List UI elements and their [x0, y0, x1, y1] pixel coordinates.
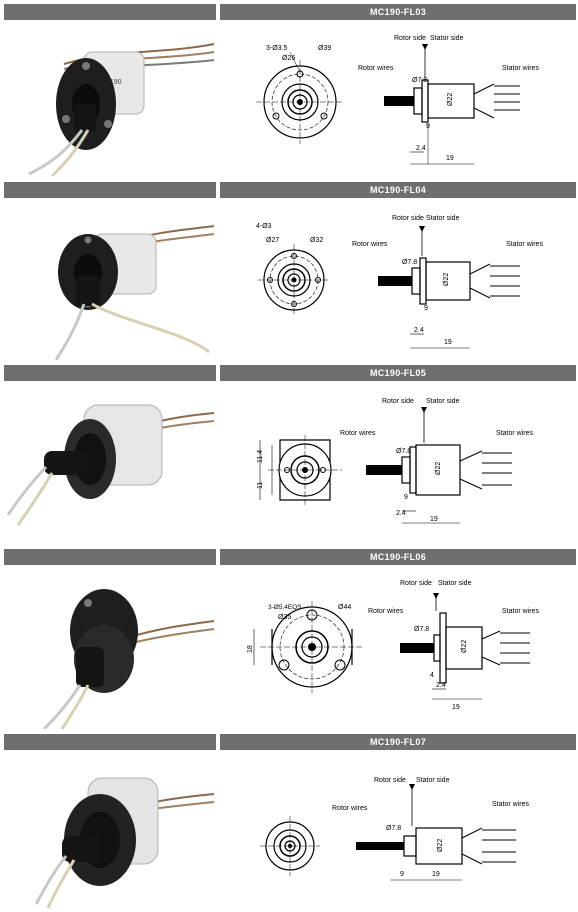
stator-wires-label: Stator wires [496, 430, 533, 437]
height-label-1: 11.4 [257, 450, 264, 463]
dim-b-label: 2.4 [396, 510, 406, 517]
shaft-diameter-label: Ø7.8 [414, 626, 429, 633]
front-view [253, 601, 364, 693]
stator-side-label: Stator side [416, 777, 450, 784]
dim-c-label: 19 [452, 704, 460, 711]
shaft-diameter-label: Ø7.8 [396, 448, 411, 455]
dim-b-label: 2.4 [414, 327, 424, 334]
dim-c-label: 19 [444, 339, 452, 346]
stator-side-label: Stator side [438, 580, 472, 587]
technical-drawing: 3-Ø3.5 Ø26 Ø39 Rotor side Stator side Ro… [256, 35, 539, 165]
dim-a-label: 9 [426, 123, 430, 130]
front-view [258, 244, 330, 316]
body-diameter-label: Ø22 [435, 462, 442, 475]
stator-side-label: Stator side [426, 215, 460, 222]
technical-drawing: 4-Ø3 Ø27 Ø32 Rotor side Stator side Roto… [256, 215, 543, 349]
model-title: MC190-FL06 [220, 549, 576, 565]
stator-side-label: Stator side [430, 35, 464, 42]
front-view [260, 816, 320, 876]
body-diameter-label: Ø22 [443, 273, 450, 286]
shaft-diameter-label: Ø7.8 [412, 77, 427, 84]
dim-b-label: 19 [432, 871, 440, 878]
outer-diameter-label: Ø44 [338, 604, 351, 611]
body-diameter-label: Ø22 [461, 640, 468, 653]
outer-diameter-label: Ø39 [318, 45, 331, 52]
stator-wires-label: Stator wires [506, 241, 543, 248]
model-title: MC190-FL04 [220, 182, 576, 198]
shaft-diameter-label: Ø7.8 [402, 259, 417, 266]
inner-diameter-label: Ø26 [282, 55, 295, 62]
product-photo [54, 225, 215, 360]
photo-header-bar [4, 549, 216, 565]
shaft-diameter-label: Ø7.8 [386, 825, 401, 832]
dim-c-label: 19 [430, 516, 438, 523]
product-photo [42, 589, 215, 729]
rotor-side-label: Rotor side [392, 215, 424, 222]
side-view [356, 784, 516, 881]
photo-header-bar [4, 365, 216, 381]
inner-diameter-label: Ø27 [266, 237, 279, 244]
rotor-wires-label: Rotor wires [358, 65, 394, 72]
height-label-2: 11 [257, 482, 264, 489]
holes-label: 3-Ø3.5 [266, 45, 288, 52]
model-title: MC190-FL07 [220, 734, 576, 750]
dim-c-label: 19 [446, 155, 454, 162]
side-view [378, 226, 520, 349]
dim-a-label: 9 [400, 871, 404, 878]
dim-a-label: 9 [404, 494, 408, 501]
technical-drawing: Rotor side Stator side Rotor wires Stato… [260, 777, 529, 881]
product-photo: MC190 [28, 43, 215, 176]
rotor-wires-label: Rotor wires [332, 805, 368, 812]
model-title: MC190-FL03 [220, 4, 576, 20]
rotor-wires-label: Rotor wires [352, 241, 388, 248]
dim-b-label: 2.4 [436, 682, 446, 689]
dim-a-label: 4 [430, 672, 434, 679]
stator-side-label: Stator side [426, 398, 460, 405]
dim-b-label: 2.4 [416, 145, 426, 152]
stator-wires-label: Stator wires [492, 801, 529, 808]
product-photo [34, 777, 215, 909]
side-view [384, 44, 520, 165]
technical-drawing: 3-Ø5.4EQS Ø35 Ø44 18 Rotor side Stator s… [247, 580, 539, 711]
stator-wires-label: Stator wires [502, 65, 539, 72]
outer-diameter-label: Ø32 [310, 237, 323, 244]
rotor-side-label: Rotor side [382, 398, 414, 405]
holes-label: 3-Ø5.4EQS [268, 604, 302, 611]
front-view [256, 51, 344, 144]
photo-header-bar [4, 182, 216, 198]
front-view [259, 435, 342, 505]
inner-diameter-label: Ø35 [278, 614, 291, 621]
holes-label: 4-Ø3 [256, 223, 272, 230]
technical-drawing: 11.4 11 Rotor side Stator side Rotor wir… [257, 398, 533, 524]
body-diameter-label: Ø22 [447, 93, 454, 106]
photo-header-bar [4, 734, 216, 750]
body-diameter-label: Ø22 [437, 839, 444, 852]
side-view [400, 593, 530, 700]
rotor-wires-label: Rotor wires [340, 430, 376, 437]
side-view [366, 407, 512, 524]
dim-a-label: 9 [424, 305, 428, 312]
model-title: MC190-FL05 [220, 365, 576, 381]
rotor-side-label: Rotor side [374, 777, 406, 784]
rotor-side-label: Rotor side [400, 580, 432, 587]
rotor-side-label: Rotor side [394, 35, 426, 42]
height-label: 18 [247, 645, 254, 653]
stator-wires-label: Stator wires [502, 608, 539, 615]
photo-header-bar [4, 4, 216, 20]
product-photo [6, 404, 215, 526]
rotor-wires-label: Rotor wires [368, 608, 404, 615]
